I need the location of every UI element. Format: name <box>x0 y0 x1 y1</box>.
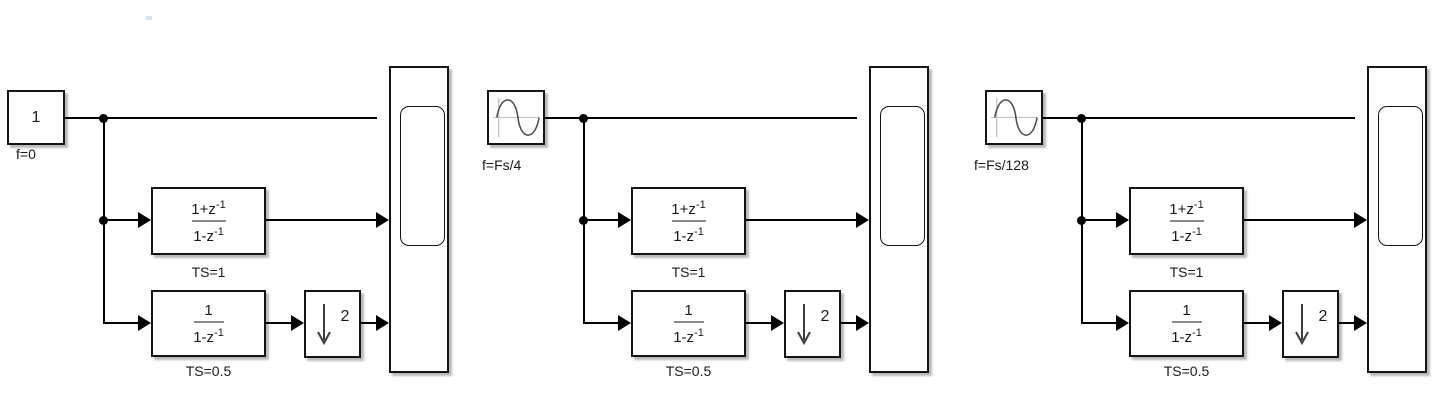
wire-to-filter1[interactable] <box>103 219 138 221</box>
arrowhead-icon <box>771 315 784 331</box>
scope-block[interactable] <box>869 66 929 373</box>
arrowhead-icon <box>1354 315 1367 331</box>
down-arrow-icon <box>316 304 331 346</box>
wire-source-to-scope[interactable] <box>1043 117 1355 119</box>
scope-block[interactable] <box>1367 66 1427 373</box>
scope-block[interactable] <box>389 66 449 373</box>
arrowhead-icon <box>1354 212 1367 228</box>
arrowhead-icon <box>856 315 869 331</box>
arrowhead-icon <box>1269 315 1282 331</box>
arrowhead-icon <box>618 212 631 228</box>
downsample-factor: 2 <box>340 308 350 325</box>
subsystem-sine-fs4: f=Fs/4 1+z-1 1-z-1 TS=1 1 1-z-1 TS=0.5 <box>480 0 942 403</box>
discrete-filter-block-ts05[interactable]: 1 1-z-1 <box>151 290 266 357</box>
wire-filter1-to-scope[interactable] <box>746 219 856 221</box>
downsample-block[interactable]: 2 <box>784 290 841 358</box>
downsample-block[interactable]: 2 <box>304 290 361 358</box>
down-arrow-icon <box>796 304 811 346</box>
downsample-block[interactable]: 2 <box>1282 290 1339 358</box>
wire-downsample-to-scope[interactable] <box>1339 322 1354 324</box>
filter-fraction: 1+z-1 1-z-1 <box>191 199 226 245</box>
wire-downsample-to-scope[interactable] <box>841 322 856 324</box>
arrowhead-icon <box>1116 315 1129 331</box>
wire-to-filter2[interactable] <box>1081 322 1116 324</box>
down-arrow-icon <box>1294 304 1309 346</box>
wire-to-filter1[interactable] <box>1081 219 1116 221</box>
discrete-filter-block-ts05[interactable]: 1 1-z-1 <box>631 290 746 357</box>
wire-filter2-to-downsample[interactable] <box>746 322 771 324</box>
wire-filter1-to-scope[interactable] <box>266 219 376 221</box>
subsystem-sine-fs128: f=Fs/128 1+z-1 1-z-1 TS=1 1 1-z-1 TS=0.5 <box>974 0 1440 403</box>
filter-fraction: 1+z-1 1-z-1 <box>671 199 706 245</box>
filter-fraction: 1 1-z-1 <box>673 301 704 346</box>
constant-value: 1 <box>31 108 41 126</box>
arrowhead-icon <box>376 212 389 228</box>
downsample-factor: 2 <box>1318 308 1328 325</box>
arrowhead-icon <box>138 212 151 228</box>
sample-time-label[interactable]: TS=0.5 <box>1163 363 1210 379</box>
wire-to-filter2[interactable] <box>583 322 618 324</box>
wire-downsample-to-scope[interactable] <box>361 322 376 324</box>
wire-filter2-to-downsample[interactable] <box>1244 322 1269 324</box>
sample-time-label[interactable]: TS=0.5 <box>665 363 712 379</box>
sample-time-label[interactable]: TS=1 <box>1169 264 1204 280</box>
scope-screen <box>400 106 445 246</box>
arrowhead-icon <box>856 212 869 228</box>
wire-filter2-to-downsample[interactable] <box>266 322 291 324</box>
render-artifact <box>146 16 152 20</box>
source-name-label[interactable]: f=0 <box>16 146 36 162</box>
discrete-filter-block-ts1[interactable]: 1+z-1 1-z-1 <box>631 187 746 255</box>
scope-screen <box>880 106 925 246</box>
sine-wave-icon <box>990 97 1038 138</box>
discrete-filter-block-ts1[interactable]: 1+z-1 1-z-1 <box>1129 187 1244 255</box>
source-name-label[interactable]: f=Fs/128 <box>974 157 1029 173</box>
scope-screen <box>1378 106 1423 246</box>
source-name-label[interactable]: f=Fs/4 <box>482 157 522 173</box>
sine-wave-block[interactable] <box>985 90 1043 145</box>
wire-source-to-scope[interactable] <box>545 117 857 119</box>
filter-fraction: 1+z-1 1-z-1 <box>1169 199 1204 245</box>
discrete-filter-block-ts05[interactable]: 1 1-z-1 <box>1129 290 1244 357</box>
constant-block[interactable]: 1 <box>7 90 65 145</box>
wire-source-to-scope[interactable] <box>65 117 377 119</box>
sample-time-label[interactable]: TS=1 <box>191 264 226 280</box>
arrowhead-icon <box>376 315 389 331</box>
filter-fraction: 1 1-z-1 <box>1171 301 1202 346</box>
sine-wave-icon <box>492 97 540 138</box>
downsample-factor: 2 <box>820 308 830 325</box>
subsystem-constant: 1 f=0 1+z-1 1-z-1 TS=1 1 1-z-1 T <box>0 0 462 403</box>
arrowhead-icon <box>291 315 304 331</box>
wire-filter1-to-scope[interactable] <box>1244 219 1354 221</box>
wire-to-filter2[interactable] <box>103 322 138 324</box>
sample-time-label[interactable]: TS=0.5 <box>185 363 232 379</box>
sample-time-label[interactable]: TS=1 <box>671 264 706 280</box>
discrete-filter-block-ts1[interactable]: 1+z-1 1-z-1 <box>151 187 266 255</box>
arrowhead-icon <box>618 315 631 331</box>
arrowhead-icon <box>1116 212 1129 228</box>
sine-wave-block[interactable] <box>487 90 545 145</box>
arrowhead-icon <box>138 315 151 331</box>
filter-fraction: 1 1-z-1 <box>193 301 224 346</box>
wire-to-filter1[interactable] <box>583 219 618 221</box>
